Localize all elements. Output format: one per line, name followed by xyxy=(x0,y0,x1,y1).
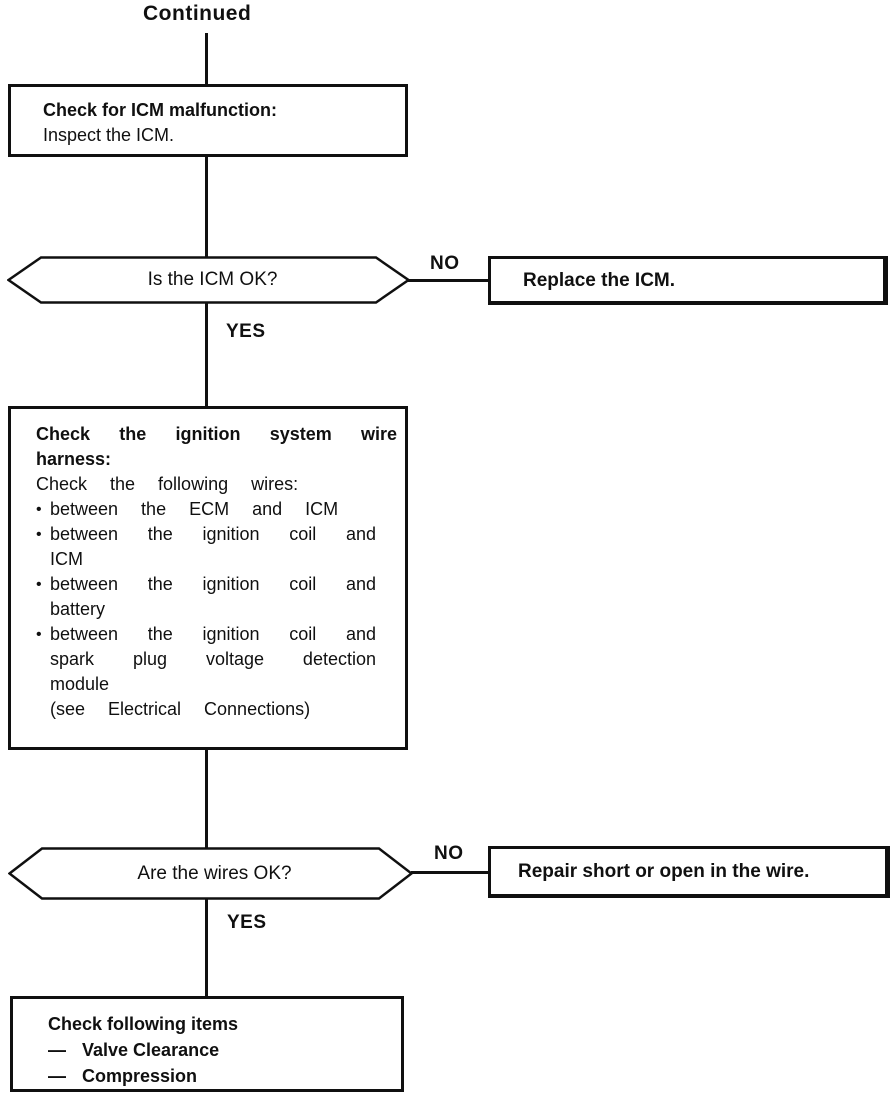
decision-question: Is the ICM OK? xyxy=(147,269,278,290)
hexagon-shape-icon xyxy=(7,256,410,304)
process-note: (see Electrical Connections) xyxy=(50,699,311,719)
bullet-item: • between the ECM and ICM xyxy=(36,497,397,522)
bullet-text: between the ignition coil and spark plug… xyxy=(50,624,376,694)
bullet-text: between the ignition coil and ICM xyxy=(50,524,376,569)
action-box-replace-icm: Replace the ICM. xyxy=(488,256,888,305)
bullet-icon: • xyxy=(36,576,42,593)
branch-label-yes: YES xyxy=(226,321,266,342)
bullet-item: • between the ignition coil and battery xyxy=(36,572,397,622)
connector-line xyxy=(408,279,488,282)
connector-line xyxy=(205,302,208,407)
connector-line xyxy=(205,748,208,849)
bullet-icon: • xyxy=(36,626,42,643)
action-box-repair-wire: Repair short or open in the wire. xyxy=(488,846,890,898)
process-heading: Check for ICM malfunction: xyxy=(43,100,278,120)
decision-is-icm-ok: Is the ICM OK? xyxy=(7,256,410,304)
connector-line xyxy=(205,156,208,258)
list-item: — Compression xyxy=(48,1063,391,1089)
bullet-icon: • xyxy=(36,526,42,543)
connector-line xyxy=(205,897,208,997)
branch-label-no: NO xyxy=(434,843,464,864)
bullet-text: between the ignition coil and battery xyxy=(50,574,376,619)
list-item: — Valve Clearance xyxy=(48,1037,391,1063)
action-label: Replace the ICM. xyxy=(523,269,676,291)
dash-icon: — xyxy=(48,1040,66,1060)
process-box-wire-harness: Check the ignition system wire harness: … xyxy=(8,406,408,750)
process-body: Inspect the ICM. xyxy=(43,125,175,145)
branch-label-yes: YES xyxy=(227,912,267,933)
dash-icon: — xyxy=(48,1066,66,1086)
process-heading: Check following items xyxy=(48,1014,239,1034)
process-heading: Check the ignition system wire harness: xyxy=(36,424,397,469)
decision-question: Are the wires OK? xyxy=(137,862,292,884)
connector-line xyxy=(205,33,208,84)
branch-label-no: NO xyxy=(430,253,460,274)
process-intro: Check the following wires: xyxy=(36,474,299,494)
process-box-check-icm: Check for ICM malfunction: Inspect the I… xyxy=(8,84,408,157)
action-label: Repair short or open in the wire. xyxy=(518,861,810,882)
bullet-item: • between the ignition coil and ICM xyxy=(36,522,397,572)
list-item-text: Compression xyxy=(82,1066,198,1086)
process-box-check-items: Check following items — Valve Clearance … xyxy=(10,996,404,1092)
connector-line xyxy=(411,871,488,874)
bullet-text: between the ECM and ICM xyxy=(50,499,339,519)
decision-are-wires-ok: Are the wires OK? xyxy=(8,847,413,900)
hexagon-shape-icon xyxy=(8,847,413,900)
list-item-text: Valve Clearance xyxy=(82,1040,220,1060)
bullet-item: • between the ignition coil and spark pl… xyxy=(36,622,397,697)
page-title: Continued xyxy=(143,2,252,25)
bullet-icon: • xyxy=(36,501,42,518)
